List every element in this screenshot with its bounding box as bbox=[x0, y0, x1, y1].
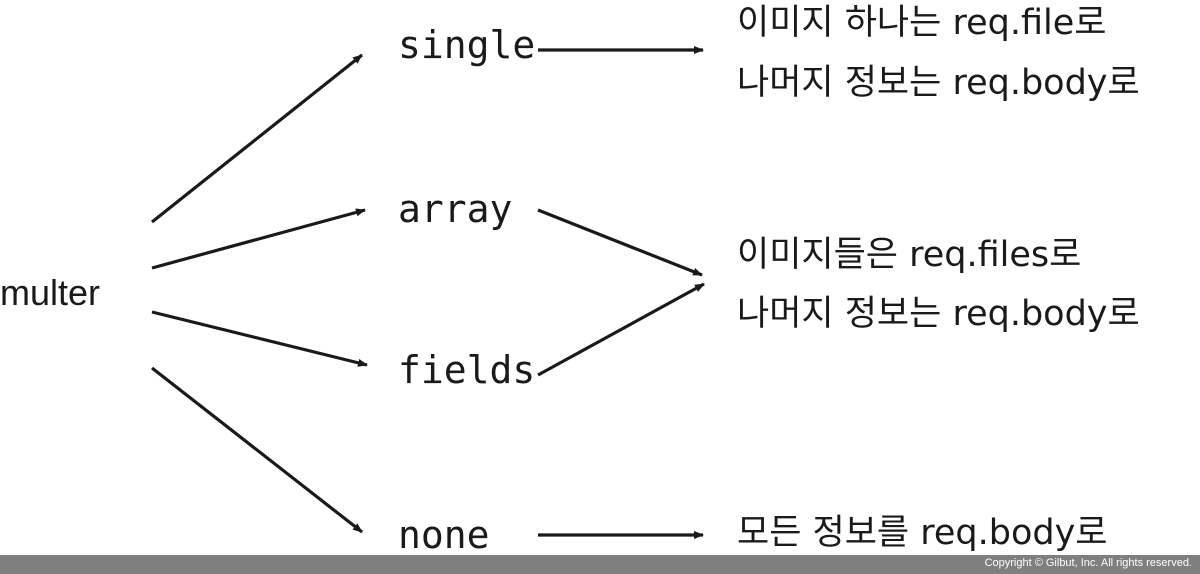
arrow-multer-to-single bbox=[151, 53, 363, 224]
method-none-label: none bbox=[398, 513, 490, 557]
method-fields-label: fields bbox=[398, 348, 535, 392]
arrow-fields-to-result bbox=[537, 282, 705, 377]
arrow-multer-to-none bbox=[151, 366, 363, 534]
arrow-array-to-result bbox=[537, 208, 703, 277]
method-single-label: single bbox=[398, 23, 535, 67]
single-result-line1: 이미지 하나는 req.file로 bbox=[737, 3, 1106, 43]
multi-result-line2: 나머지 정보는 req.body로 bbox=[737, 294, 1140, 334]
multer-label: multer bbox=[0, 272, 100, 313]
none-result-line1: 모든 정보를 req.body로 bbox=[737, 513, 1108, 553]
multi-result-line1: 이미지들은 req.files로 bbox=[737, 235, 1081, 275]
copyright-text: Copyright © Gilbut, Inc. All rights rese… bbox=[984, 557, 1192, 569]
method-array-label: array bbox=[398, 187, 512, 231]
arrow-multer-to-fields bbox=[151, 310, 368, 367]
footer-bar: Copyright © Gilbut, Inc. All rights rese… bbox=[0, 555, 1200, 574]
arrow-multer-to-array bbox=[151, 208, 366, 270]
single-result-line2: 나머지 정보는 req.body로 bbox=[737, 63, 1140, 103]
